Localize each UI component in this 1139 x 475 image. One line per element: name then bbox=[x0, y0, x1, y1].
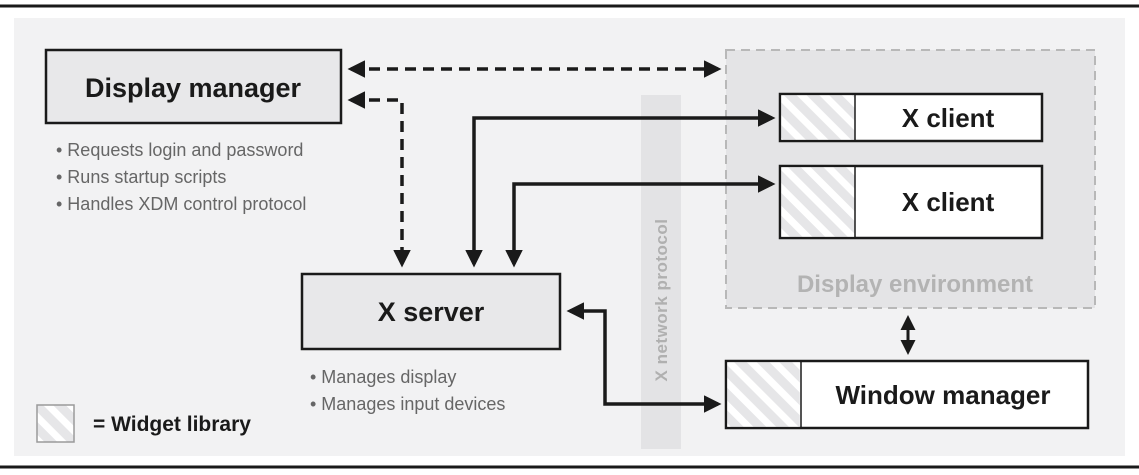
x-server-bullet: • Manages input devices bbox=[310, 394, 505, 414]
x-server-label: X server bbox=[378, 297, 485, 327]
x-client: X client bbox=[778, 164, 1044, 240]
arrow-server-to-window-manager bbox=[566, 302, 722, 413]
x-client: X client bbox=[778, 92, 1044, 143]
legend-label: = Widget library bbox=[93, 413, 251, 436]
window-manager-label: Window manager bbox=[835, 380, 1050, 410]
display-manager-label: Display manager bbox=[85, 73, 302, 103]
window-manager: Window manager bbox=[724, 359, 1090, 430]
display-manager-bullet: • Handles XDM control protocol bbox=[56, 194, 306, 214]
widget-library-segment bbox=[781, 167, 855, 237]
arrow-server-to-client-2 bbox=[505, 175, 776, 268]
arrow-server-to-client-1 bbox=[465, 109, 776, 268]
display-environment-label: Display environment bbox=[797, 271, 1033, 298]
widget-library-segment bbox=[781, 95, 855, 140]
x-server-box bbox=[300, 272, 562, 351]
display-manager-bullet: • Requests login and password bbox=[56, 140, 303, 160]
network-protocol-label: X network protocol bbox=[652, 219, 671, 382]
x-server: X server • Manages display • Manages inp… bbox=[300, 272, 562, 414]
connectors bbox=[347, 60, 916, 413]
display-manager-box bbox=[44, 48, 343, 125]
x-server-bullet: • Manages display bbox=[310, 367, 456, 387]
legend: = Widget library bbox=[36, 404, 251, 443]
display-manager-bullet: • Runs startup scripts bbox=[56, 167, 226, 187]
display-manager: Display manager • Requests login and pas… bbox=[44, 48, 343, 214]
widget-library-segment bbox=[727, 362, 800, 427]
network-protocol-band: X network protocol bbox=[641, 95, 681, 449]
legend-swatch bbox=[36, 404, 75, 443]
x-client-label: X client bbox=[902, 103, 995, 133]
x-client-label: X client bbox=[902, 187, 995, 217]
